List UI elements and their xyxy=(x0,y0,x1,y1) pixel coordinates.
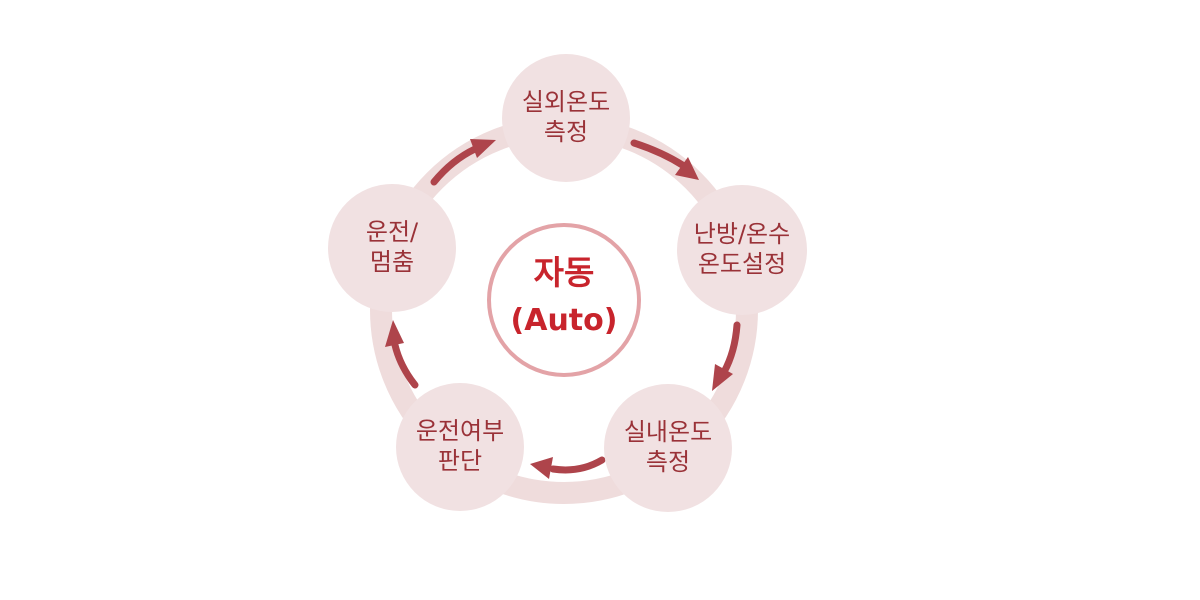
arrow-indoor-to-decision xyxy=(549,456,606,474)
node-label-line1: 실내온도 xyxy=(624,418,712,446)
node-circle xyxy=(604,384,732,512)
cycle-arrows xyxy=(385,139,741,479)
node-circle xyxy=(502,54,630,182)
arrow-setting-to-indoor xyxy=(720,321,741,376)
arrow-outdoor-to-setting xyxy=(630,139,688,170)
node-operation-decision: 운전여부 판단 xyxy=(396,383,524,511)
arrow-run-to-outdoor xyxy=(430,145,479,186)
node-outdoor-temp: 실외온도 측정 xyxy=(502,54,630,182)
arrow-head xyxy=(675,157,699,180)
node-label-line1: 운전여부 xyxy=(416,417,504,445)
center-auto: 자동 (Auto) xyxy=(487,223,641,377)
node-label-line1: 실외온도 xyxy=(522,88,610,116)
node-circle xyxy=(396,383,524,511)
node-label-line2: 측정 xyxy=(646,448,690,476)
arrow-head xyxy=(712,364,733,391)
node-indoor-temp: 실내온도 측정 xyxy=(604,384,732,512)
node-label-line2: 판단 xyxy=(438,447,482,475)
arrow-decision-to-run xyxy=(391,341,419,389)
node-heating-setting: 난방/온수 온도설정 xyxy=(677,185,807,315)
center-subtitle: (Auto) xyxy=(511,303,618,338)
node-label-line2: 멈춤 xyxy=(370,248,414,276)
node-label-line2: 측정 xyxy=(544,118,588,146)
node-circle xyxy=(328,184,456,312)
node-label-line1: 난방/온수 xyxy=(694,220,790,248)
arrow-head xyxy=(385,320,404,347)
node-circle xyxy=(677,185,807,315)
node-label-line1: 운전/ xyxy=(366,218,419,246)
center-title: 자동 xyxy=(534,253,595,292)
arrow-head xyxy=(470,139,496,158)
center-circle xyxy=(487,223,641,377)
arrow-head xyxy=(530,457,553,479)
node-run-stop: 운전/ 멈춤 xyxy=(328,184,456,312)
node-label-line2: 온도설정 xyxy=(698,250,786,278)
